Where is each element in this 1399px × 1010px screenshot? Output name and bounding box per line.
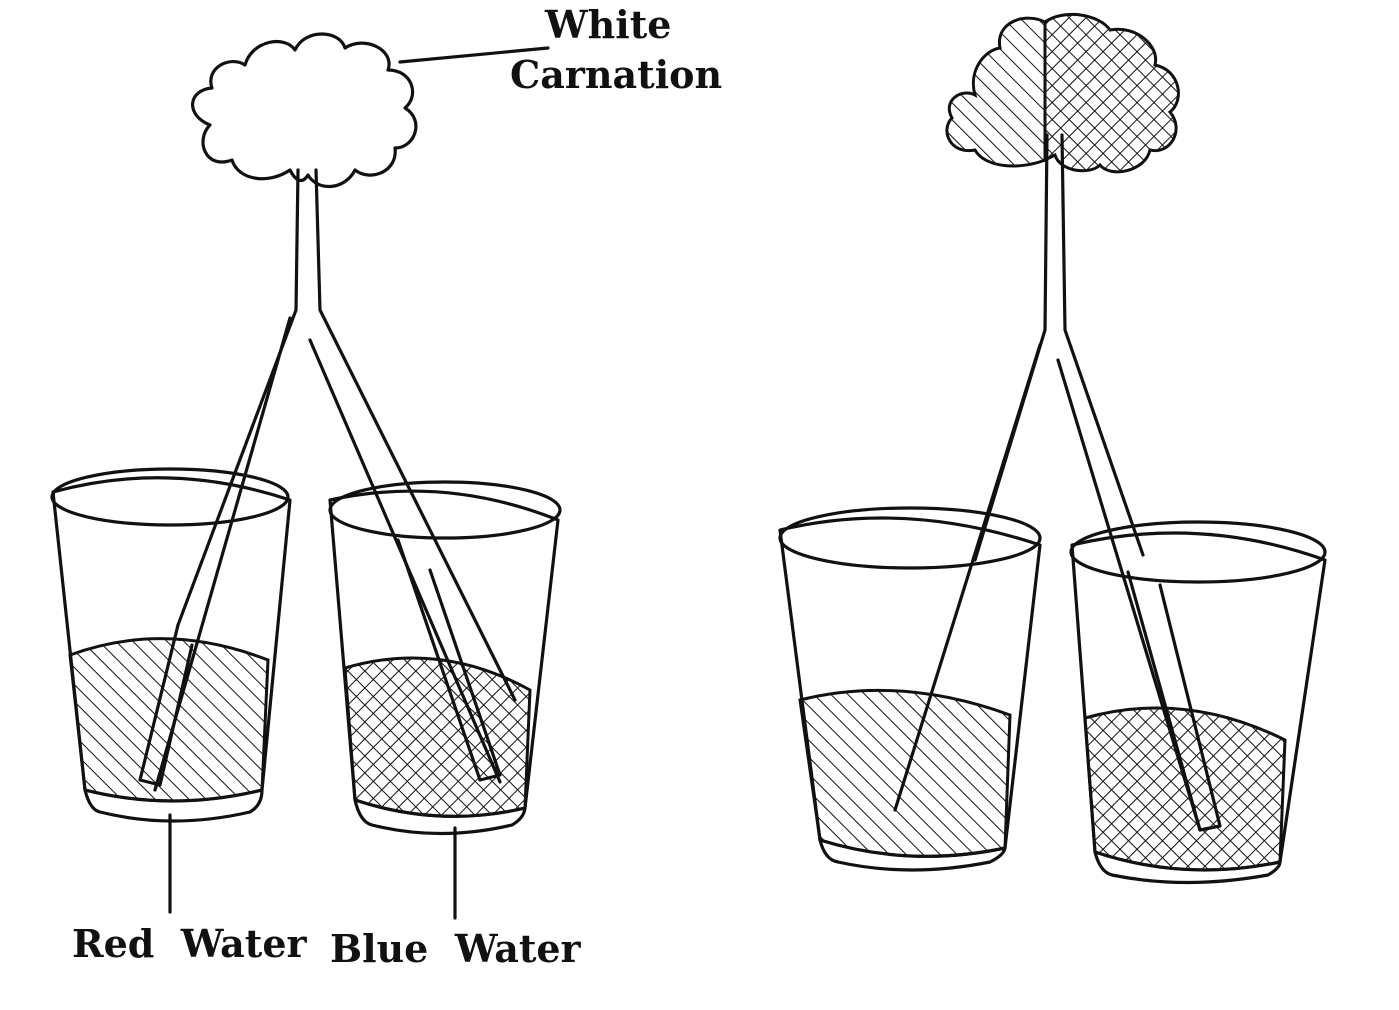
flower-label-line1: White: [544, 2, 671, 47]
dyed-carnation-left-half: [945, 16, 1047, 168]
blue-water-glass: [328, 480, 562, 836]
label-leader-line: [398, 46, 550, 64]
red-water-label: Red Water: [72, 921, 308, 966]
right-red-glass: [778, 506, 1042, 872]
white-carnation-flower: [191, 32, 418, 189]
left-setup: [50, 32, 562, 920]
right-blue-glass: [1069, 520, 1327, 885]
right-blue-water: [1083, 706, 1287, 872]
flower-label-line2: Carnation: [510, 52, 722, 97]
dyed-carnation-right-half: [1043, 13, 1180, 174]
red-water: [68, 637, 270, 803]
right-setup: [778, 13, 1327, 885]
blue-water: [343, 656, 532, 818]
right-red-water: [798, 688, 1012, 858]
red-water-glass: [50, 467, 292, 823]
blue-water-label: Blue Water: [330, 926, 582, 971]
left-stem: [176, 168, 517, 702]
right-stem: [973, 133, 1145, 562]
